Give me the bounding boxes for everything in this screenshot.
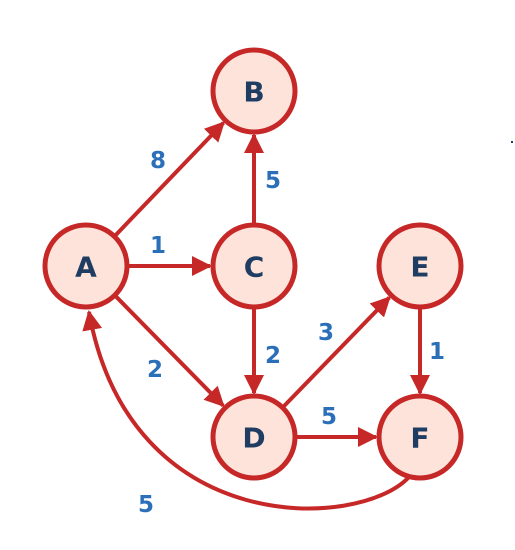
edges-layer — [82, 121, 430, 511]
edge-d-e — [281, 296, 391, 409]
edge-f-a — [82, 310, 411, 511]
edge-a-b — [113, 121, 225, 238]
node-circle — [376, 222, 464, 310]
node-label: F — [410, 422, 429, 455]
node-label: B — [243, 76, 264, 109]
node-label: C — [244, 251, 265, 284]
weights-layer: 8 1 2 5 2 3 5 1 5 — [138, 148, 445, 518]
node-circle — [42, 222, 130, 310]
node-b: B — [210, 47, 298, 135]
edge-weight-c-d: 2 — [265, 343, 281, 369]
node-label: D — [242, 422, 265, 455]
edge-a-d — [114, 294, 225, 408]
node-circle — [210, 222, 298, 310]
stray-dot — [511, 141, 513, 143]
edge-weight-a-b: 8 — [150, 148, 166, 174]
node-label: E — [410, 251, 429, 284]
edge-weight-f-a: 5 — [138, 492, 154, 518]
node-c: C — [210, 222, 298, 310]
edge-weight-d-e: 3 — [318, 320, 334, 346]
node-e: E — [376, 222, 464, 310]
edge-weight-c-b: 5 — [265, 168, 281, 194]
node-circle — [210, 393, 298, 481]
node-circle — [210, 47, 298, 135]
node-a: A — [42, 222, 130, 310]
node-f: F — [376, 393, 464, 481]
nodes-layer: A B C D E F — [42, 47, 464, 481]
node-circle — [376, 393, 464, 481]
node-d: D — [210, 393, 298, 481]
edge-weight-d-f: 5 — [321, 404, 337, 430]
edge-weight-e-f: 1 — [429, 339, 445, 365]
edge-weight-a-c: 1 — [150, 233, 166, 259]
edge-weight-a-d: 2 — [147, 357, 163, 383]
node-label: A — [75, 251, 97, 284]
